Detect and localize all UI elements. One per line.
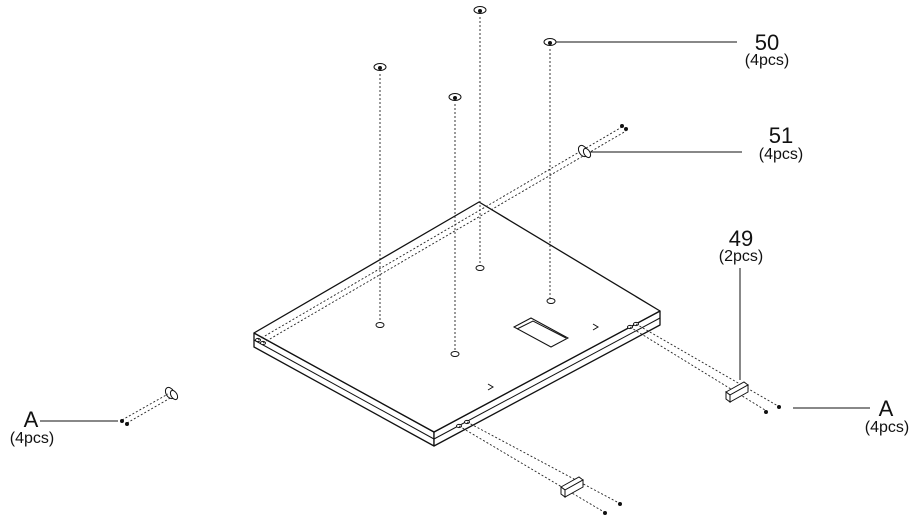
label-51-number: 51 bbox=[769, 123, 793, 148]
label-49-qty: (2pcs) bbox=[719, 248, 763, 265]
panel-cutout bbox=[512, 317, 570, 348]
bracket bbox=[560, 476, 584, 498]
bracket bbox=[725, 381, 749, 403]
cam-lock bbox=[543, 38, 557, 298]
connector-fitting bbox=[164, 386, 179, 401]
panel-board bbox=[253, 201, 661, 447]
connector-fitting bbox=[577, 144, 592, 159]
cam-lock bbox=[473, 6, 487, 265]
label-49-number: 49 bbox=[729, 226, 753, 251]
arrow-mark-icon bbox=[592, 323, 599, 331]
connector-screw bbox=[120, 419, 129, 426]
label-50-qty: (4pcs) bbox=[745, 52, 789, 69]
connector-screw bbox=[620, 124, 628, 131]
label-51-qty: (4pcs) bbox=[759, 146, 803, 163]
arrow-mark-icon bbox=[487, 383, 494, 391]
label-a-right-letter: A bbox=[879, 396, 894, 421]
label-a-left-qty: (4pcs) bbox=[10, 430, 54, 447]
panel-top-face bbox=[253, 201, 661, 433]
cam-lock bbox=[373, 63, 387, 322]
label-a-right-qty: (4pcs) bbox=[865, 419, 909, 436]
label-50-number: 50 bbox=[755, 30, 779, 55]
dowels-51 bbox=[120, 124, 628, 426]
cam-lock bbox=[448, 93, 462, 351]
cam-locks-50 bbox=[373, 6, 557, 351]
panel-holes bbox=[375, 265, 556, 357]
label-a-left-letter: A bbox=[24, 407, 39, 432]
brackets-49 bbox=[458, 323, 781, 515]
